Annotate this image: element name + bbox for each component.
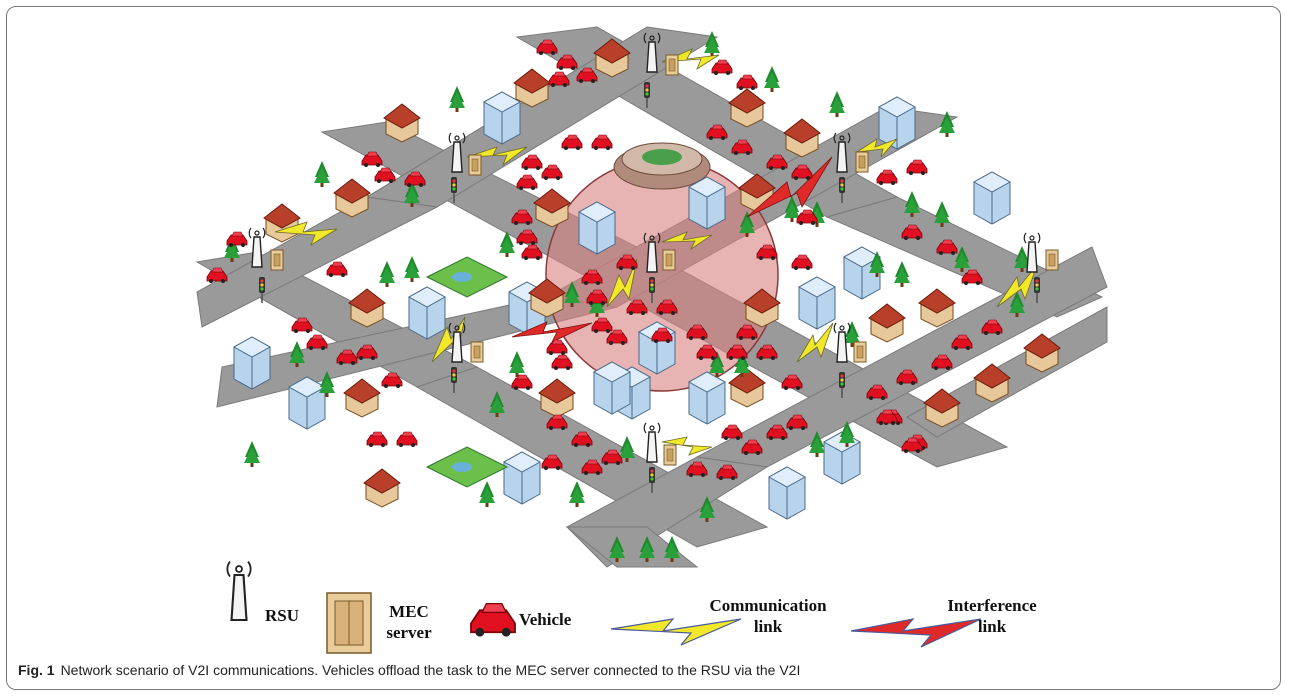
network-scenario-illustration (195, 26, 1108, 654)
legend-mec-server-label: MEC server (381, 601, 437, 643)
legend-mec-server-icon (326, 592, 372, 654)
legend-rsu-label: RSU (265, 606, 300, 625)
legend-vehicle-icon (469, 602, 517, 638)
communication-links (274, 48, 1038, 456)
legend-comm-line2: link (753, 617, 783, 636)
legend-communication-link-icon (610, 618, 742, 646)
legend-comm-line1: Communication (709, 596, 827, 615)
interference-links (511, 156, 833, 343)
legend-mec-line1: MEC (389, 602, 429, 621)
legend-interference-link-label: Interference link (927, 595, 1057, 637)
legend-interference-link-icon (850, 618, 982, 648)
legend-mec-line2: server (386, 623, 432, 642)
legend-interf-line2: link (977, 617, 1007, 636)
parks (425, 256, 509, 488)
caption-text: Network scenario of V2I communications. … (60, 662, 801, 678)
stadium (613, 142, 711, 190)
legend-vehicle-label: Vehicle (519, 610, 572, 629)
figure-frame: RSU MEC server Vehicle Communication lin… (6, 6, 1281, 690)
legend-interf-line1: Interference (947, 596, 1037, 615)
legend-communication-link-label: Communication link (693, 595, 843, 637)
figure-caption: Fig. 1 Network scenario of V2I communicat… (18, 662, 800, 678)
legend-rsu-icon (226, 560, 252, 622)
caption-label: Fig. 1 (18, 662, 55, 678)
